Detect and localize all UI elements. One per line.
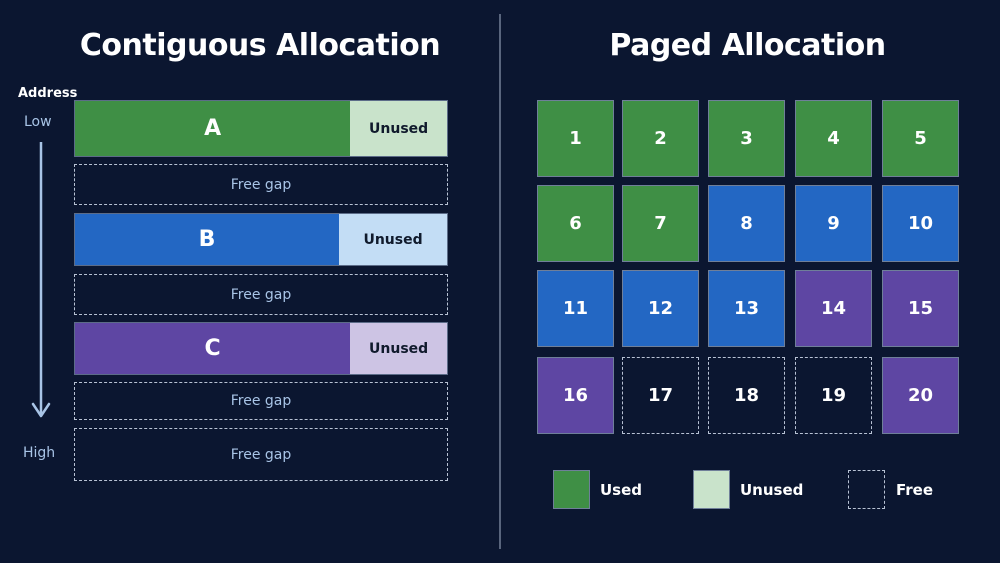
page-frame: 11 (537, 270, 614, 347)
contiguous-title: Contiguous Allocation (79, 28, 441, 63)
process-used-region: B (75, 214, 340, 265)
page-frame: 9 (795, 185, 872, 262)
legend-swatch-used (553, 470, 590, 509)
free-page-frame: 19 (795, 357, 872, 434)
page-frame: 7 (622, 185, 699, 262)
page-frame: 13 (708, 270, 785, 347)
address-label: Address (18, 86, 78, 101)
legend-label-free: Free (896, 481, 934, 499)
legend-label-unused: Unused (740, 481, 804, 499)
process-unused-region: Unused (339, 214, 447, 265)
process-unused-region: Unused (350, 101, 447, 156)
page-frame: 14 (795, 270, 872, 347)
page-frame: 20 (882, 357, 959, 434)
free-gap: Free gap (74, 164, 448, 205)
page-frame: 16 (537, 357, 614, 434)
page-frame: 3 (708, 100, 785, 177)
free-gap: Free gap (74, 428, 448, 481)
legend-swatch-unused (693, 470, 730, 509)
process-unused-region: Unused (350, 323, 447, 374)
legend-label-used: Used (600, 481, 643, 499)
page-frame: 6 (537, 185, 614, 262)
legend-swatch-free (848, 470, 885, 509)
page-frame: 15 (882, 270, 959, 347)
page-frame: 8 (708, 185, 785, 262)
free-page-frame: 18 (708, 357, 785, 434)
page-frame: 12 (622, 270, 699, 347)
free-gap: Free gap (74, 382, 448, 420)
high-address-label: High (23, 445, 56, 461)
free-page-frame: 17 (622, 357, 699, 434)
address-arrow-icon (31, 142, 51, 418)
center-divider (499, 14, 501, 549)
process-used-region: A (75, 101, 351, 156)
paged-title: Paged Allocation (609, 28, 886, 63)
page-frame: 4 (795, 100, 872, 177)
page-frame: 5 (882, 100, 959, 177)
page-frame: 1 (537, 100, 614, 177)
page-frame: 2 (622, 100, 699, 177)
process-used-region: C (75, 323, 351, 374)
free-gap: Free gap (74, 274, 448, 315)
low-address-label: Low (24, 114, 52, 130)
page-frame: 10 (882, 185, 959, 262)
